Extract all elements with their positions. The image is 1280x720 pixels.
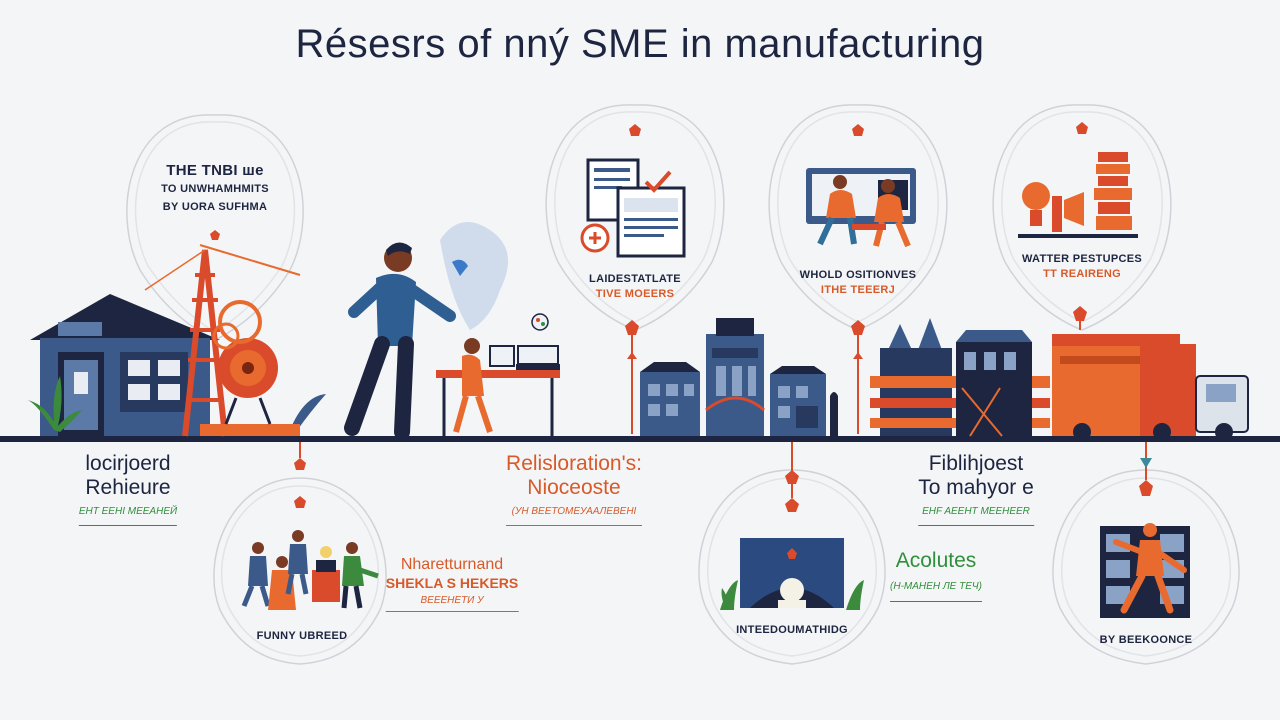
timeline-label-2-heading: Relisloration's: (506, 452, 642, 475)
people-icon (241, 530, 379, 610)
factory-icon (640, 318, 838, 436)
laptop-icon (436, 313, 560, 436)
page-title: Résesrs of nný SME in manufacturing (295, 22, 985, 66)
timeline-label-2: Relisloration's: Nioceoste (УН ВЕЕТОМЕУА… (506, 452, 642, 526)
callout-top-4: WATTER PESTUPCES TT REAIRENG (1022, 252, 1142, 282)
side-label-2-heading: Acolutes (895, 549, 977, 572)
caption-bottom-1: FUNNY UBREED (256, 630, 348, 642)
callout-top-1-line-1: THE TNBI ше (166, 162, 264, 179)
hanging-pins (294, 442, 1153, 512)
callout-top-1-line-2: TO UNWHAMHMITS (161, 183, 269, 195)
timeline-label-3-sub: To mahyor e (918, 476, 1034, 499)
callout-top-1-line-3: BY UORA SUFHMA (162, 201, 268, 213)
timeline-label-1-heading: locirjoerd (85, 452, 171, 475)
callout-top-4-line-1: WATTER PESTUPCES (1021, 253, 1143, 265)
person-icon (344, 242, 456, 440)
factory-icon-right (870, 318, 1050, 437)
bubble-top-4 (992, 104, 1172, 331)
side-label-1-note: ВЕЕЕНЕТИ У (385, 592, 519, 612)
side-label-1-sub: SHEKLA S HEKERS (385, 575, 519, 591)
timeline-label-3-heading: Fiblihjoest (928, 452, 1024, 475)
callout-top-2-line-1: LAIDESTATLATE (589, 273, 681, 285)
side-label-1-heading: Nharetturnand (400, 556, 504, 573)
bubble-bottom-2 (698, 469, 886, 665)
crane-icon (144, 244, 301, 437)
timeline-label-1: locirjoerd Rehieure ЕНТ ЕЕНІ МЕЕАНЕЙ (78, 452, 178, 526)
connector-lines (631, 320, 1081, 434)
bubble-top-1 (126, 114, 304, 341)
store-icon (720, 538, 864, 610)
document-icon (580, 158, 686, 258)
timeline-label-1-sub: Rehieure (85, 476, 171, 499)
bubble-bottom-1 (213, 477, 387, 665)
timeline-label-2-sub: Nioceoste (527, 476, 621, 499)
timeline-label-1-note: ЕНТ ЕЕНІ МЕЕАНЕЙ (78, 500, 178, 526)
side-label-2: Acolutes (Н-МАНЕН ЛЕ ТЕЧ) (890, 548, 982, 602)
team-icon (806, 168, 916, 248)
side-label-2-note: (Н-МАНЕН ЛЕ ТЕЧ) (890, 574, 982, 602)
callout-top-1: THE TNBI ше TO UNWHAMHMITS BY UORA SUFHM… (161, 162, 269, 216)
callout-top-3-line-2: ITHE TEEERJ (820, 284, 896, 296)
callout-top-3: WHOLD OSITIONVES ITHE TEEERJ (800, 268, 917, 298)
callout-top-2: LAIDESTATLATE TIVE MOEERS (589, 272, 681, 302)
cloud-icon (440, 222, 508, 330)
caption-bottom-2: INTEEDOUMATHIDG (736, 624, 848, 636)
timeline-label-3: Fiblihjoest To mahyor e EHF AEEHT MEEHEE… (918, 452, 1034, 526)
callout-top-2-line-2: TIVE MOEERS (595, 288, 675, 300)
timeline-bar (0, 436, 1280, 442)
callout-top-3-line-1: WHOLD OSITIONVES (799, 269, 917, 281)
timeline-label-3-note: EHF AEEHT MEEHEER (918, 500, 1034, 526)
shelf-worker-icon (1100, 523, 1190, 618)
pin-icon (210, 122, 1088, 240)
bulb-icon (1018, 152, 1138, 238)
callout-top-4-line-2: TT REAIRENG (1043, 268, 1121, 280)
bubble-bottom-3 (1052, 469, 1240, 665)
caption-bottom-3: BY BEEKOONCE (1099, 634, 1193, 646)
side-label-1: Nharetturnand SHEKLA S HEKERS ВЕЕЕНЕТИ У (385, 556, 519, 612)
truck-icon (1052, 334, 1249, 441)
timeline-label-2-note: (УН ВЕЕТОМЕУААЛЕВЕНІ (506, 500, 642, 526)
connector-pins (625, 306, 1087, 359)
plant-icon (26, 376, 326, 432)
